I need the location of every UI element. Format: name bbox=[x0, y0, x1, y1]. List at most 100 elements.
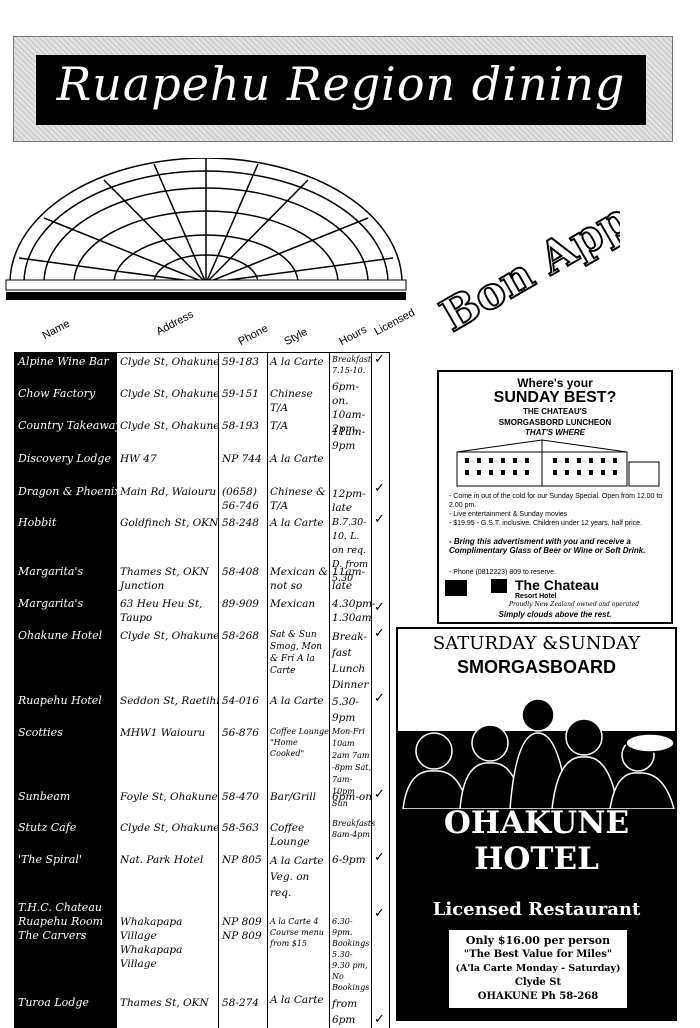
row-address: Seddon St, Raetihi bbox=[120, 695, 220, 707]
arch-illustration bbox=[5, 158, 407, 300]
ad-text: - $19.95 - G.S.T. inclusive. Children un… bbox=[449, 520, 642, 527]
row-name: Scotties bbox=[18, 726, 63, 739]
ad-value: "The Best Value for Miles" bbox=[463, 949, 613, 960]
row-name: Country Takeaways bbox=[18, 419, 128, 432]
row-phone: 58-268 bbox=[222, 630, 259, 642]
licensed-tick: ✓ bbox=[374, 1012, 385, 1027]
row-name: Turoa Lodge bbox=[18, 996, 89, 1009]
row-hours: Breakfasts 8am-4pm bbox=[332, 819, 376, 839]
row-phone: 58-563 bbox=[222, 822, 259, 834]
ad-hotel-name: HOTEL bbox=[474, 841, 599, 877]
bon-appetit-logo: Bon Appetit bbox=[431, 196, 620, 343]
row-address: Clyde St, Ohakune bbox=[120, 630, 220, 642]
licensed-tick: ✓ bbox=[374, 906, 385, 921]
ad-text: - Live entertainment & Sunday movies bbox=[449, 511, 568, 518]
row-style: Bar/Grill bbox=[270, 791, 317, 803]
licensed-tick: ✓ bbox=[374, 512, 385, 527]
col-header-address: Address bbox=[154, 308, 196, 338]
row-name: Stutz Cafe bbox=[18, 821, 77, 834]
ad-heading: Where's your bbox=[517, 376, 593, 390]
waiters-silhouette-illustration bbox=[402, 699, 675, 809]
row-phone: 58-408 bbox=[222, 566, 259, 578]
ad-offer: - Bring this advertisment with you and r… bbox=[449, 537, 646, 555]
licensed-tick: ✓ bbox=[374, 850, 385, 865]
licensed-tick: ✓ bbox=[374, 481, 385, 496]
row-name: Chow Factory bbox=[18, 387, 96, 400]
nz-flag-icon bbox=[445, 580, 467, 596]
col-header-name: Name bbox=[40, 317, 72, 342]
page-title: Ruapehu Region dining bbox=[56, 57, 626, 111]
row-address: Whakapapa Village Whakapapa Village bbox=[120, 916, 183, 970]
logo-text: Bon Appetit bbox=[432, 196, 620, 342]
row-style: Mexican bbox=[270, 598, 316, 610]
ad-brand: The Chateau bbox=[515, 577, 600, 593]
row-address: Clyde St, Ohakune bbox=[120, 420, 220, 432]
ad-licensed: Licensed Restaurant bbox=[432, 899, 641, 920]
chateau-advertisement: Where's your SUNDAY BEST? THE CHATEAU'S … bbox=[437, 370, 673, 624]
row-phone: (0658) 56-746 bbox=[222, 486, 259, 512]
row-hours: 6-9pm bbox=[332, 854, 366, 866]
licensed-tick: ✓ bbox=[374, 626, 385, 641]
row-style: Coffee Lounge "Home Cooked" bbox=[270, 727, 329, 758]
row-phone: 89-909 bbox=[222, 598, 259, 610]
col-header-hours: Hours bbox=[337, 323, 369, 348]
row-style: T/A bbox=[270, 420, 289, 432]
row-address: Thames St, OKN bbox=[120, 997, 209, 1009]
col-divider bbox=[371, 352, 372, 1028]
row-address: Clyde St, Ohakune bbox=[120, 822, 220, 834]
row-hours: 6pm-on. 10am-2pm, bbox=[332, 381, 366, 435]
row-name: Ruapehu Hotel bbox=[18, 694, 102, 707]
row-name: 'The Spiral' bbox=[18, 853, 82, 866]
ad-heading: SUNDAY BEST? bbox=[493, 389, 617, 406]
row-name: Discovery Lodge bbox=[18, 452, 111, 465]
ad-alacarte: (A'la Carte Monday - Saturday) bbox=[455, 963, 621, 974]
ad-heading: SATURDAY &SUNDAY bbox=[432, 633, 641, 654]
ad-price-box: Only $16.00 per person "The Best Value f… bbox=[448, 929, 628, 1009]
row-style: A la Carte Veg. on req. bbox=[270, 855, 324, 899]
row-address: 63 Heu Heu St, Taupo bbox=[120, 598, 203, 624]
ad-price: Only $16.00 per person bbox=[465, 934, 611, 947]
row-style: Sat & Sun Smog, Mon & Fri A la Carte bbox=[270, 630, 323, 676]
name-column bbox=[14, 352, 116, 1028]
row-name: Ohakune Hotel bbox=[18, 629, 103, 642]
header-banner: Ruapehu Region dining bbox=[13, 36, 673, 142]
chateau-building-illustration bbox=[447, 438, 663, 490]
row-style: A la Carte 4 Course menu from $15 bbox=[270, 917, 324, 948]
row-name: Margarita's bbox=[18, 565, 84, 578]
ad-top-panel: SATURDAY &SUNDAY SMORGASBOARD bbox=[398, 629, 675, 731]
row-hours: Break-fast Lunch Dinner bbox=[332, 631, 369, 691]
ad-phone: OHAKUNE Ph 58-268 bbox=[477, 991, 599, 1002]
row-address: Nat. Park Hotel bbox=[120, 854, 204, 866]
row-name: Hobbit bbox=[18, 516, 57, 529]
row-name: Dragon & Phoenix bbox=[18, 485, 121, 498]
row-phone: NP 805 bbox=[222, 854, 262, 866]
row-address: HW 47 bbox=[120, 453, 157, 465]
licensed-tick: ✓ bbox=[374, 691, 385, 706]
row-hours: B.7.30-10. L. on req. D. from 5.30 bbox=[332, 517, 369, 584]
col-divider bbox=[329, 352, 330, 1028]
ad-text: - Come in out of the cold for our Sunday… bbox=[449, 493, 663, 509]
row-phone: 58-248 bbox=[222, 517, 259, 529]
row-hours: 6pm-on bbox=[332, 791, 372, 803]
row-name: Margarita's bbox=[18, 597, 84, 610]
row-phone: 58-193 bbox=[222, 420, 259, 432]
row-hours: 4.30pm-1.30am bbox=[332, 598, 376, 624]
row-style: Coffee Lounge bbox=[270, 822, 310, 848]
row-style: A la Carte bbox=[270, 994, 324, 1006]
table-top-rule bbox=[14, 352, 389, 353]
row-phone: 54-016 bbox=[222, 695, 259, 707]
ad-subheading: THE CHATEAU'S bbox=[523, 407, 587, 416]
licensed-tick: ✓ bbox=[374, 600, 385, 615]
row-phone: 59-151 bbox=[222, 388, 259, 400]
ad-heading: SMORGASBOARD bbox=[456, 657, 616, 677]
ad-slogan: Simply clouds above the rest. bbox=[498, 610, 612, 619]
row-phone: NP 809 NP 809 bbox=[222, 916, 262, 942]
col-divider bbox=[267, 352, 268, 1028]
col-divider bbox=[218, 352, 219, 1028]
row-address: Goldfinch St, OKN bbox=[120, 517, 219, 529]
row-phone: 56-876 bbox=[222, 727, 259, 739]
col-header-phone: Phone bbox=[236, 322, 271, 348]
row-hours: 12pm-late bbox=[332, 488, 366, 514]
row-hours: 5.30-9pm bbox=[332, 696, 359, 724]
row-style: A la Carte bbox=[270, 453, 324, 465]
